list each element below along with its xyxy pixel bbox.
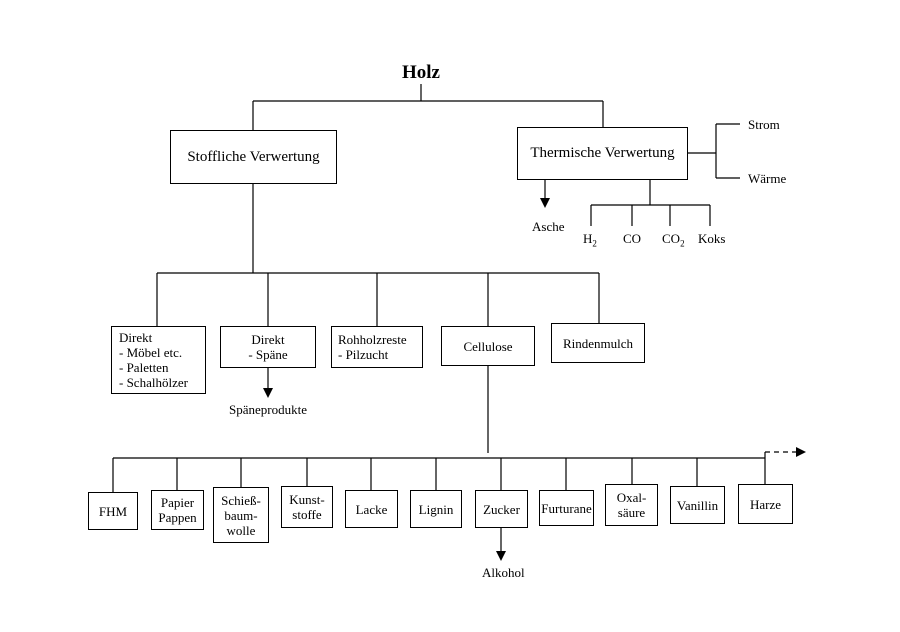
product-fhm-box: FHM [88,492,138,530]
use-rindenmulch-box: Rindenmulch [551,323,645,363]
use-cellulose-box: Cellulose [441,326,535,366]
product-zucker-box: Zucker [475,490,528,528]
root-title: Holz [402,62,440,83]
product-papier-box: Papier Pappen [151,490,204,530]
product-schiessbaumwolle-box: Schieß- baum- wolle [213,487,269,543]
gas-co-label: CO [623,231,642,246]
product-vanillin-box: Vanillin [670,486,725,524]
asche-label: Asche [532,219,565,234]
strom-label: Strom [748,117,780,132]
product-kunststoffe-box: Kunst- stoffe [281,486,333,528]
product-oxalsaeure-box: Oxal- säure [605,484,658,526]
use-rohholzreste-box: Rohholzreste - Pilzucht [331,326,423,368]
waerme-label: Wärme [748,171,787,186]
gas-co2-label: CO2 [662,231,685,249]
product-furturane-box: Furturane [539,490,594,526]
use-direkt-spaene-box: Direkt - Späne [220,326,316,368]
spaeneprodukte-label: Späneprodukte [229,402,307,417]
koks-label: Koks [698,231,726,246]
use-direkt-moebel-box: Direkt - Möbel etc. - Paletten - Schalhö… [111,326,206,394]
product-harze-box: Harze [738,484,793,524]
stoffliche-verwertung-box: Stoffliche Verwertung [170,130,337,184]
thermische-verwertung-box: Thermische Verwertung [517,127,688,180]
product-lacke-box: Lacke [345,490,398,528]
gas-h2-label: H2 [583,231,597,249]
product-lignin-box: Lignin [410,490,462,528]
alkohol-label: Alkohol [482,565,525,580]
